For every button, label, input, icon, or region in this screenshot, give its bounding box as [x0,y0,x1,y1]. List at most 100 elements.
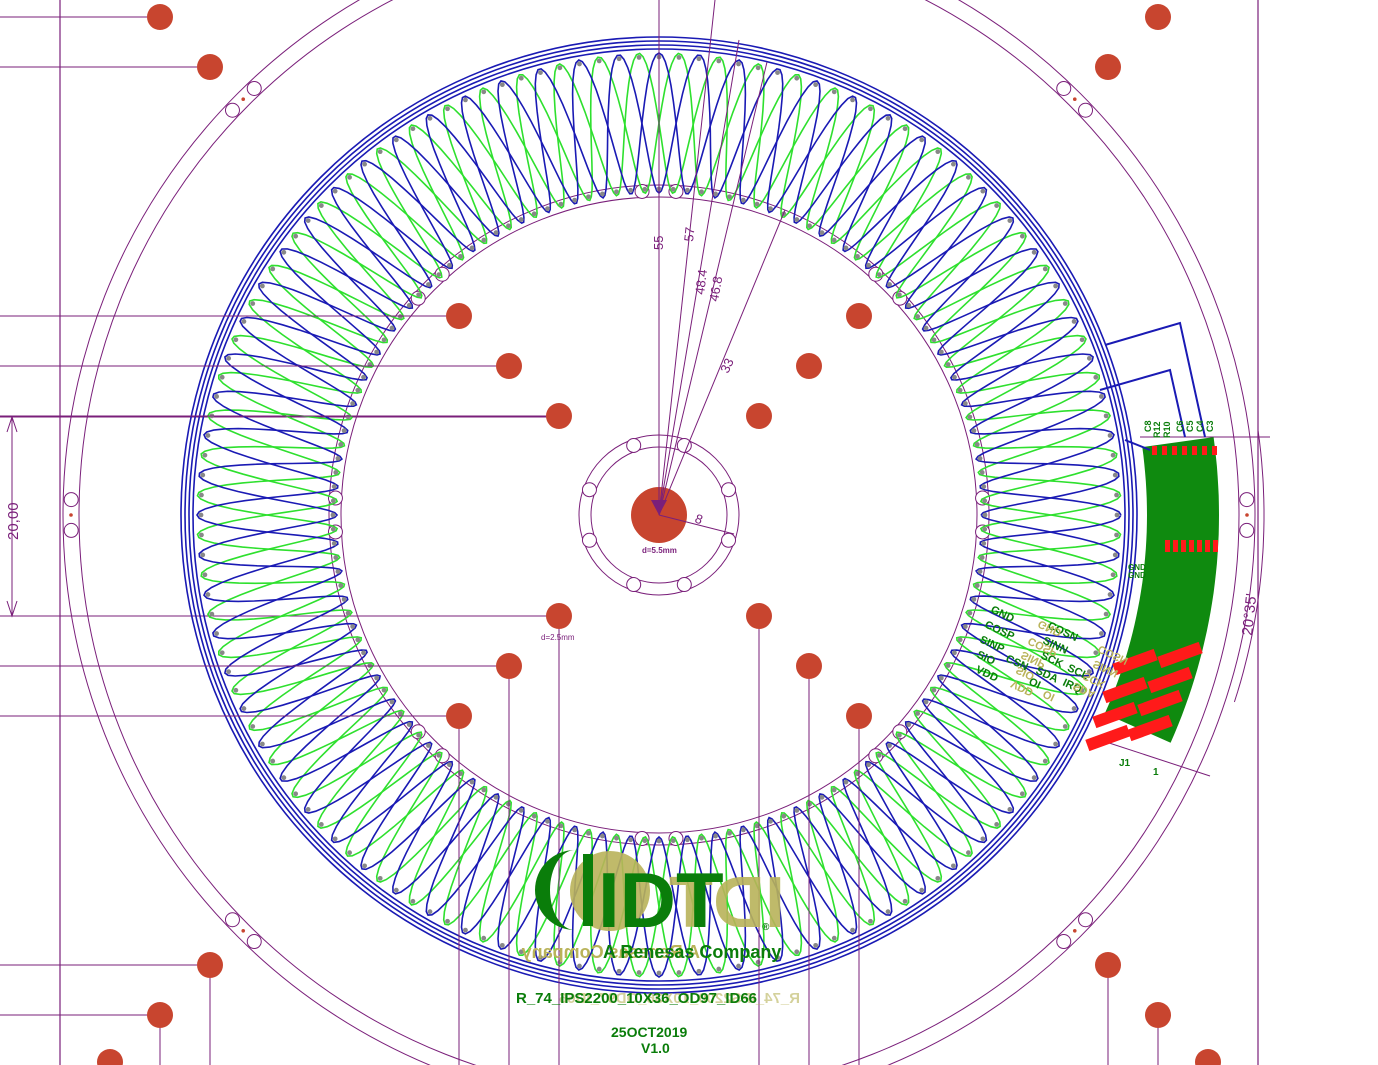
coil-via-1-70 [813,942,819,948]
coil-via-0-260 [599,191,605,197]
mounting-hole-12 [446,703,472,729]
board-date: 25OCT2019 [611,1024,687,1040]
spacing-arrow-bottom [6,600,18,618]
coil-via-1-282.5 [755,65,761,71]
coil-via-0-32.5 [931,687,937,693]
coil-via-0-65 [794,808,800,813]
coil-via-0-197.5 [345,414,351,420]
radial-dim-1 [658,0,716,516]
coil-via-0-0 [982,512,988,518]
coil-via-0-10 [977,569,983,575]
coil-via-0-287.5 [754,201,760,207]
coil-via-0-255 [572,197,578,203]
smd-pad-mid-2 [1181,540,1186,552]
coil-via-1-262.5 [596,58,602,64]
slot-marker-315 [1072,97,1077,102]
mounting-hole-7 [746,403,772,429]
coil-via-1-265 [616,56,622,62]
coil-via-0-147.5 [381,687,387,693]
coil-via-0-122.5 [481,787,487,793]
coil-via-1-157.5 [233,687,239,693]
coil-via-1-350 [1107,433,1113,438]
coil-via-1-57.5 [902,898,908,904]
coil-via-1-347.5 [1103,413,1109,419]
connector-pin-6 [1137,689,1183,717]
coil-via-0-262.5 [614,189,619,195]
coil-via-1-307.5 [935,149,941,155]
coil-via-1-310 [950,161,956,167]
coil-via-1-217.5 [293,233,299,239]
coil-via-1-122.5 [410,898,416,904]
coil-via-0-350 [977,455,983,461]
coil-via-1-200 [226,355,232,361]
dim-radius-55: 55 [651,236,666,250]
coil-via-1-212.5 [270,266,276,272]
coil-via-1-190 [205,433,211,438]
mounting-hole-11 [496,653,522,679]
coil-via-0-185 [331,484,337,489]
connector-gnd-label-2: GND [1128,571,1146,580]
dim-angle: 20°35' [1239,593,1260,637]
pin-label-top-11: OI [1027,676,1043,692]
coil-via-0-47.5 [876,752,882,758]
coil-via-0-182.5 [330,498,336,504]
coil-via-1-332.5 [1062,301,1068,306]
coil-via-0-192.5 [338,442,344,447]
outer-slot-0a [1239,492,1255,508]
coil-via-1-195 [214,394,220,399]
coil-via-0-205 [361,374,366,380]
coil-via-0-162.5 [345,610,351,616]
coil-via-1-82.5 [716,966,722,972]
coil-via-1-127.5 [377,875,383,881]
coil-via-1-10 [1107,592,1113,597]
connector-pin-2 [1092,701,1138,729]
mounting-hole-15 [846,703,872,729]
outer-slot-45a [1078,912,1094,928]
coil-via-1-135 [332,836,338,842]
coil-via-1-207.5 [250,301,256,306]
smd-pad-top-0 [1152,446,1157,455]
coil-via-1-17.5 [1093,650,1099,656]
board-version: V1.0 [641,1040,670,1056]
component-r12: R12 [1152,421,1162,438]
coil-via-1-120 [427,909,433,915]
coil-via-1-330 [1053,283,1059,289]
coil-via-0-297.5 [807,223,812,229]
radial-dim-5 [658,514,735,535]
coil-via-1-92.5 [636,970,642,975]
coil-via-1-345 [1098,394,1104,399]
coil-via-0-282.5 [727,194,732,200]
coil-via-1-222.5 [318,203,324,208]
coil-via-0-110 [545,818,550,824]
idt-logo-brand: IDT [598,856,724,944]
coil-via-1-50 [950,863,956,869]
smd-pad-mid-0 [1165,540,1170,552]
smd-pad-top-5 [1202,446,1207,455]
coil-via-1-12.5 [1103,611,1109,617]
coil-via-0-45 [887,743,892,748]
coil-via-1-132.5 [347,850,352,856]
pin-label-bottom-9: OI [1041,687,1057,703]
coil-via-0-257.5 [586,194,591,200]
coil-via-0-115 [518,808,524,813]
idt-logo-mark-bar [583,854,593,926]
coil-via-1-260 [577,61,582,67]
coil-via-0-320 [906,303,912,308]
coil-via-0-97.5 [614,835,619,841]
coil-via-0-170 [335,569,341,575]
outer-slot-315a [1056,80,1072,96]
coil-via-0-315 [887,282,892,287]
coil-via-0-7.5 [979,555,985,560]
coil-via-0-295 [794,217,800,222]
coil-via-0-180 [330,512,336,518]
coil-via-1-225 [332,188,338,194]
coil-via-1-170 [205,592,211,597]
coil-via-0-225 [426,282,431,287]
coil-via-0-265 [628,187,633,193]
slot-marker-180 [69,513,73,517]
smd-pad-mid-6 [1213,540,1218,552]
outer-slot-180b [63,492,79,508]
coil-via-1-292.5 [831,89,837,95]
coil-via-1-352.5 [1110,452,1116,458]
coil-via-1-175 [200,552,206,558]
